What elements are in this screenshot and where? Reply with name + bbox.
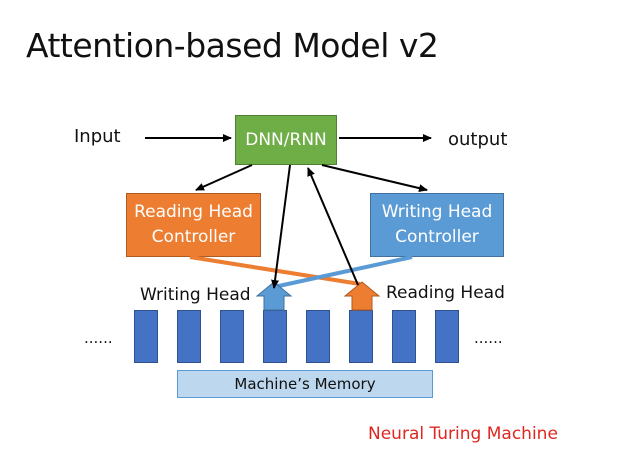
reading-controller-to-head-line: [189, 255, 361, 286]
memory-ellipsis-right: ......: [474, 329, 503, 347]
slide-title: Attention-based Model v2: [26, 26, 439, 65]
dnn-rnn-box: DNN/RNN: [235, 115, 337, 165]
input-label: Input: [74, 126, 121, 147]
memory-ellipsis-left: ......: [84, 329, 113, 347]
machine-memory-label: Machine’s Memory: [234, 375, 376, 393]
neural-turing-machine-caption: Neural Turing Machine: [368, 424, 558, 444]
dnn-to-writing-head-arrow: [271, 164, 291, 289]
reading-head-arrow: [343, 281, 381, 311]
writing-head-controller-box: Writing Head Controller: [370, 193, 504, 257]
writing-head-label: Writing Head: [140, 285, 251, 305]
memory-cell: [306, 310, 330, 363]
memory-cell: [349, 310, 373, 363]
reading-head-label: Reading Head: [386, 283, 505, 303]
writing-controller-line-1: Writing Head: [381, 202, 493, 222]
dnn-to-writing-controller-arrow: [321, 164, 428, 193]
output-label: output: [448, 129, 508, 150]
memory-cell: [392, 310, 416, 363]
memory-cell: [134, 310, 158, 363]
writing-controller-to-head-line: [273, 255, 413, 289]
memory-cell: [177, 310, 201, 363]
machine-memory-bar: Machine’s Memory: [177, 370, 433, 398]
reading-controller-line-1: Reading Head: [134, 202, 253, 222]
dnn-rnn-label: DNN/RNN: [245, 129, 327, 150]
memory-cell: [220, 310, 244, 363]
dnn-to-reading-controller-arrow: [195, 164, 253, 191]
reading-head-to-dnn-arrow: [307, 167, 359, 286]
writing-head-arrow: [255, 281, 293, 311]
memory-cell: [435, 310, 459, 363]
writing-controller-line-2: Controller: [395, 227, 479, 247]
reading-head-controller-box: Reading Head Controller: [126, 193, 261, 257]
reading-controller-line-2: Controller: [151, 227, 236, 247]
